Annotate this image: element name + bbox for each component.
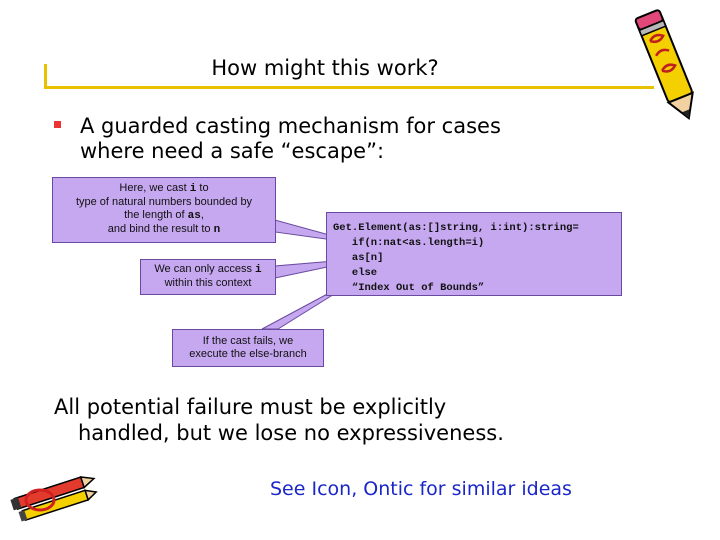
title-underline-tick (44, 64, 47, 89)
code-line: else (333, 267, 378, 279)
pens-icon (10, 476, 98, 522)
title-underline (44, 86, 654, 89)
pencil-icon (634, 9, 694, 120)
code-block: Get.Element(as:[]string, i:int):string= … (326, 212, 622, 296)
code-line: if(n:nat<as.length=i) (333, 237, 485, 249)
callout-else: If the cast fails, we execute the else-b… (172, 329, 324, 367)
slide-title: How might this work? (211, 56, 439, 80)
bullet-marker (54, 121, 61, 128)
callout-context: We can only access i within this context (140, 259, 276, 295)
code-line: as[n] (333, 252, 384, 264)
bullet-text: A guarded casting mechanism for cases wh… (80, 114, 501, 163)
callout-cast: Here, we cast i to type of natural numbe… (52, 177, 276, 243)
see-also-link[interactable]: See Icon, Ontic for similar ideas (270, 478, 572, 500)
summary-paragraph: All potential failure must be explicitly… (54, 395, 504, 445)
code-line: Get.Element(as:[]string, i:int):string= (333, 222, 579, 234)
code-line: “Index Out of Bounds” (333, 282, 485, 294)
